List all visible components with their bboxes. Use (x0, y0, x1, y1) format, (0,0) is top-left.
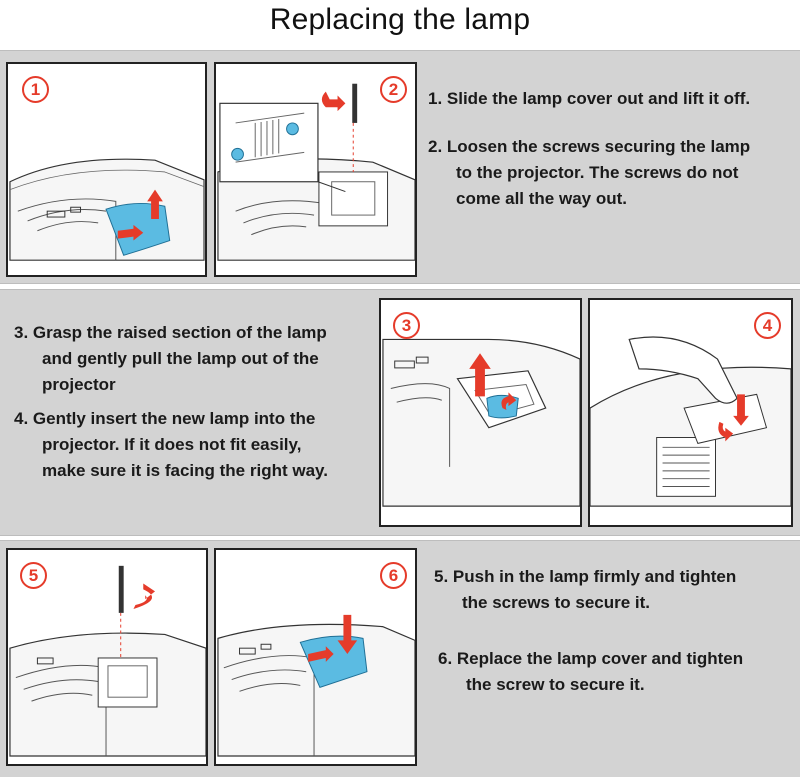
step-number-badge: 3 (393, 312, 420, 339)
step-4-text: 4. Gently insert the new lamp into the p… (14, 406, 328, 484)
illustration-step-6: 6 (214, 548, 417, 766)
instructions-steps-3-4: 3. Grasp the raised section of the lamp … (14, 320, 328, 506)
step-number-badge: 4 (754, 312, 781, 339)
illustration-step-3: 3 (379, 298, 582, 527)
illustration-step-1: 1 (6, 62, 207, 277)
step-number-badge: 2 (380, 76, 407, 103)
instructions-steps-5-6: 5. Push in the lamp firmly and tighten t… (434, 564, 743, 720)
step-1-text: 1. Slide the lamp cover out and lift it … (428, 86, 750, 112)
illustration-step-5: 5 (6, 548, 208, 766)
step-number-badge: 5 (20, 562, 47, 589)
step-6-text: 6. Replace the lamp cover and tighten th… (438, 646, 743, 698)
step-2-text: 2. Loosen the screws securing the lamp t… (428, 134, 750, 212)
step-3-text: 3. Grasp the raised section of the lamp … (14, 320, 328, 398)
page-title: Replacing the lamp (0, 0, 800, 46)
step-number-badge: 6 (380, 562, 407, 589)
instructions-steps-1-2: 1. Slide the lamp cover out and lift it … (428, 86, 750, 234)
illustration-step-4: 4 (588, 298, 793, 527)
step-number-badge: 1 (22, 76, 49, 103)
step-5-text: 5. Push in the lamp firmly and tighten t… (434, 564, 743, 616)
illustration-step-2: 2 (214, 62, 417, 277)
